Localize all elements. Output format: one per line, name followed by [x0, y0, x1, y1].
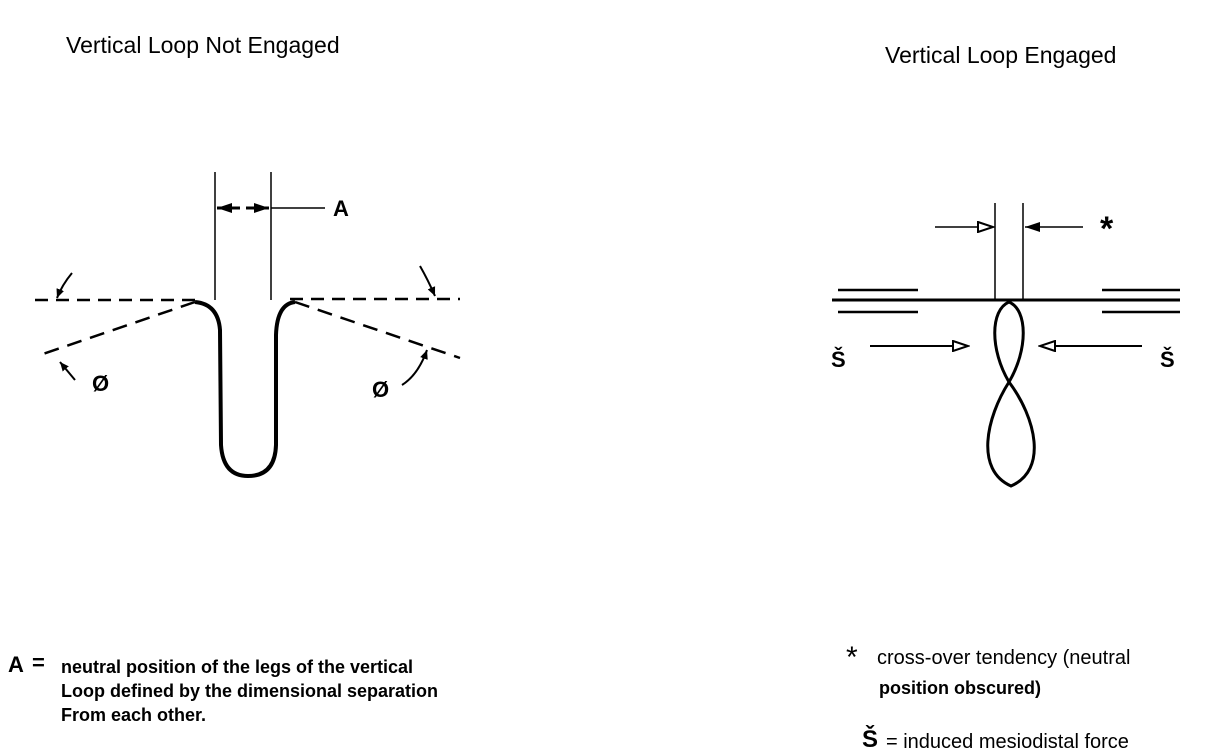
note-a-line3: From each other.	[61, 705, 207, 725]
unengaged-loop	[35, 172, 461, 479]
label-crossover-star: *	[1100, 210, 1114, 248]
note-star-line2: position obscured)	[879, 678, 1041, 698]
angle-arrow-top-right	[419, 265, 436, 297]
note-s-key: Š	[862, 726, 879, 753]
label-a: A	[333, 196, 349, 221]
angled-line-right	[294, 300, 461, 360]
note-a-line1: neutral position of the legs of the vert…	[61, 657, 414, 677]
angle-arrow-bottom-left	[59, 361, 76, 381]
note-a-line2: Loop defined by the dimensional separati…	[61, 681, 439, 701]
engaged-loop	[832, 203, 1180, 488]
note-a-equals: =	[32, 650, 45, 675]
note-star-symbol: *	[846, 641, 858, 674]
angled-line-left	[39, 300, 196, 357]
note-star-line1: cross-over tendency (neutral	[877, 647, 1131, 669]
angle-arrow-top-left	[56, 272, 73, 299]
loop-wire	[194, 300, 296, 479]
note-s-text: = induced mesiodistal force	[886, 731, 1129, 753]
right-panel-title: Vertical Loop Engaged	[885, 42, 1117, 68]
note-a-key: A	[8, 652, 24, 677]
left-panel-title: Vertical Loop Not Engaged	[66, 32, 340, 58]
label-force-right: Š	[1160, 347, 1175, 372]
angle-arrow-bottom-right	[401, 349, 428, 386]
figure-eight-loop	[986, 300, 1036, 488]
label-force-left: Š	[831, 347, 846, 372]
label-angle-right: Ø	[372, 377, 389, 402]
label-angle-left: Ø	[92, 371, 109, 396]
